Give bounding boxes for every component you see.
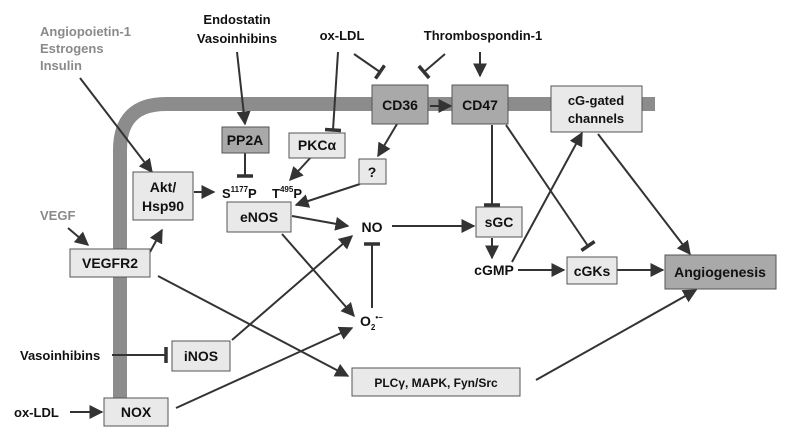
enos-label: eNOS (240, 209, 278, 225)
cgks-box (566, 256, 618, 285)
inos-label: iNOS (184, 348, 218, 364)
oxldl-left-label: ox-LDL (14, 405, 59, 420)
edge-tsp1-inhibits-cd36 (417, 53, 446, 80)
cd36-label: CD36 (382, 97, 418, 113)
enos-box (226, 201, 292, 233)
no-label: NO (362, 219, 383, 235)
pp2a-box (221, 126, 270, 154)
edge-endostatin-to-pp2a (236, 51, 251, 126)
edge-cgmp-to-channels (511, 131, 583, 263)
edge-cd47-inhibits-cgks (505, 124, 596, 252)
pkc-box (288, 132, 346, 159)
cd36-box (371, 84, 429, 125)
cgks-label: cGKs (574, 263, 611, 279)
angiogenesis-label: Angiogenesis (674, 264, 766, 280)
endostatin-label: Endostatin (203, 12, 270, 27)
inos-box (171, 340, 231, 372)
pp2a-label: PP2A (227, 132, 264, 148)
vegfr2-label: VEGFR2 (82, 255, 138, 271)
edge-vegf-to-vegfr2 (67, 227, 90, 246)
sgc-box (475, 206, 523, 238)
angiopoietin-label: Angiopoietin-1 (40, 24, 131, 39)
edge-vegfr2-to-plc (157, 275, 350, 377)
edge-enos-to-no (291, 215, 350, 231)
plc-mapk-label: PLCγ, MAPK, Fyn/Src (374, 376, 498, 390)
question-label: ? (368, 164, 377, 180)
cg-gated-label-line1: cG-gated (568, 93, 624, 108)
edge-ligands-to-akt (79, 77, 153, 174)
vasoinhibins-left-label: Vasoinhibins (20, 348, 100, 363)
edge-inos-to-no (231, 235, 354, 341)
edge-nox-to-o2 (175, 326, 354, 409)
sgc-label: sGC (485, 214, 514, 230)
edge-enos-to-o2 (281, 233, 355, 318)
oxldl-top-label: ox-LDL (320, 28, 365, 43)
edge-cd36-to-question (377, 123, 398, 158)
vegfr2-box (69, 248, 151, 278)
superoxide-label: O2•− (360, 313, 383, 332)
edge-oxldl-inhibits-pkc (324, 51, 342, 133)
nox-label: NOX (121, 404, 152, 420)
akt-label-line1: Akt/ (150, 179, 177, 195)
cgmp-label: cGMP (474, 262, 514, 278)
pkc-label: PKCα (298, 137, 337, 153)
cell-membrane (113, 97, 655, 422)
vasoinhibins-top-label: Vasoinhibins (197, 31, 277, 46)
edge-pkc-to-t495 (289, 155, 313, 182)
edge-question-to-enos (294, 183, 361, 208)
akt-hsp90-box (132, 171, 194, 221)
estrogens-label: Estrogens (40, 41, 104, 56)
edge-vegfr2-to-akt (149, 228, 163, 253)
edge-channels-to-angiogenesis (597, 133, 691, 256)
cd47-box (451, 84, 509, 125)
edge-oxldl-inhibits-cd36 (353, 53, 387, 80)
nox-box (103, 397, 169, 427)
plc-mapk-box (351, 367, 521, 397)
akt-label-line2: Hsp90 (142, 198, 184, 214)
insulin-label: Insulin (40, 58, 82, 73)
angiogenesis-box (664, 254, 777, 290)
cg-gated-label-line2: channels (568, 111, 624, 126)
vegf-label: VEGF (40, 208, 75, 223)
t495p-label: T495P (272, 185, 302, 201)
edge-plc-to-angiogenesis (535, 289, 698, 381)
s1177p-label: S1177P (222, 185, 257, 201)
cg-gated-channels-box (550, 85, 643, 133)
thrombospondin-label: Thrombospondin-1 (424, 28, 542, 43)
question-box (358, 158, 387, 185)
cd47-label: CD47 (462, 97, 498, 113)
